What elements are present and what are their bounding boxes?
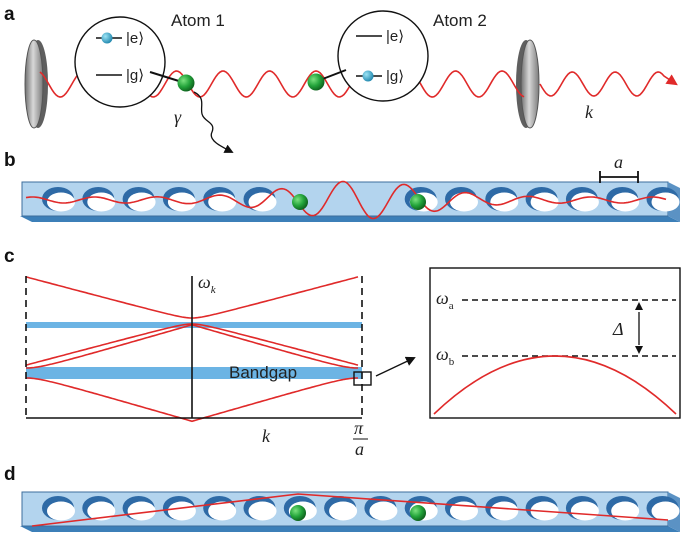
hole	[162, 187, 196, 212]
hole	[82, 496, 116, 521]
hole	[324, 496, 358, 521]
svg-text:a: a	[355, 439, 364, 459]
left-mirror	[24, 39, 48, 129]
gamma-label: γ	[174, 107, 182, 127]
atom2-excited-label: |e⟩	[386, 28, 404, 45]
atom-icon	[292, 194, 308, 210]
outgoing-wave	[539, 71, 678, 97]
right-mirror	[516, 39, 540, 129]
omega-k-label: ωk	[198, 272, 217, 296]
atom-1-levels: |e⟩ |g⟩	[74, 16, 195, 108]
atom-1-icon	[177, 74, 195, 92]
atom-icon	[410, 194, 426, 210]
atom-2-levels: |e⟩ |g⟩	[307, 10, 429, 102]
atom2-ground-label: |g⟩	[386, 68, 404, 85]
hole	[162, 496, 196, 521]
panel-d: d	[4, 464, 680, 532]
waveguide-b-wave	[25, 180, 667, 220]
evanescent-mode	[31, 493, 669, 527]
panel-c-letter: c	[4, 246, 15, 267]
atom-2-label: Atom 2	[433, 11, 487, 30]
panel-c: c ωk k π a Bandgap Δ	[4, 246, 681, 459]
hole	[364, 496, 398, 521]
panel-b-letter: b	[4, 150, 16, 171]
emission-arrow	[193, 91, 234, 153]
hole	[42, 187, 75, 212]
hole	[646, 496, 680, 521]
atom1-excited-label: |e⟩	[126, 30, 144, 47]
wavevector-k-label: k	[585, 102, 594, 122]
hole	[42, 496, 75, 521]
k-axis-label: k	[262, 426, 271, 446]
atom-icon	[290, 505, 306, 521]
panel-b: b a	[4, 150, 680, 222]
delta-label: Δ	[612, 319, 624, 339]
pi-over-a-label: π a	[353, 418, 368, 459]
hole	[243, 496, 277, 521]
atom-icon	[410, 505, 426, 521]
electron-icon	[101, 32, 113, 44]
omega-a-label: ωa	[436, 288, 454, 312]
zoom-arrow	[375, 356, 416, 377]
band-edge-inset: Δ ωa ωb	[429, 267, 681, 419]
electron-icon	[362, 70, 374, 82]
panel-a: a k |e⟩ |g⟩ Atom 1 γ	[4, 4, 678, 153]
panel-a-letter: a	[4, 4, 15, 25]
atom-2-icon	[307, 73, 325, 91]
hole	[485, 187, 519, 212]
holes-b	[42, 187, 680, 212]
bandgap-stripe	[26, 367, 362, 379]
bandgap-label: Bandgap	[229, 363, 297, 382]
omega-b-label: ωb	[436, 344, 455, 368]
zoom-box	[353, 371, 372, 386]
panel-d-letter: d	[4, 464, 16, 485]
lattice-constant-bracket	[599, 171, 639, 183]
atom1-ground-label: |g⟩	[126, 67, 144, 84]
band-edge-curve	[433, 355, 677, 415]
lattice-a-label: a	[614, 152, 623, 172]
svg-text:π: π	[354, 418, 364, 438]
atom-1-label: Atom 1	[171, 11, 225, 30]
